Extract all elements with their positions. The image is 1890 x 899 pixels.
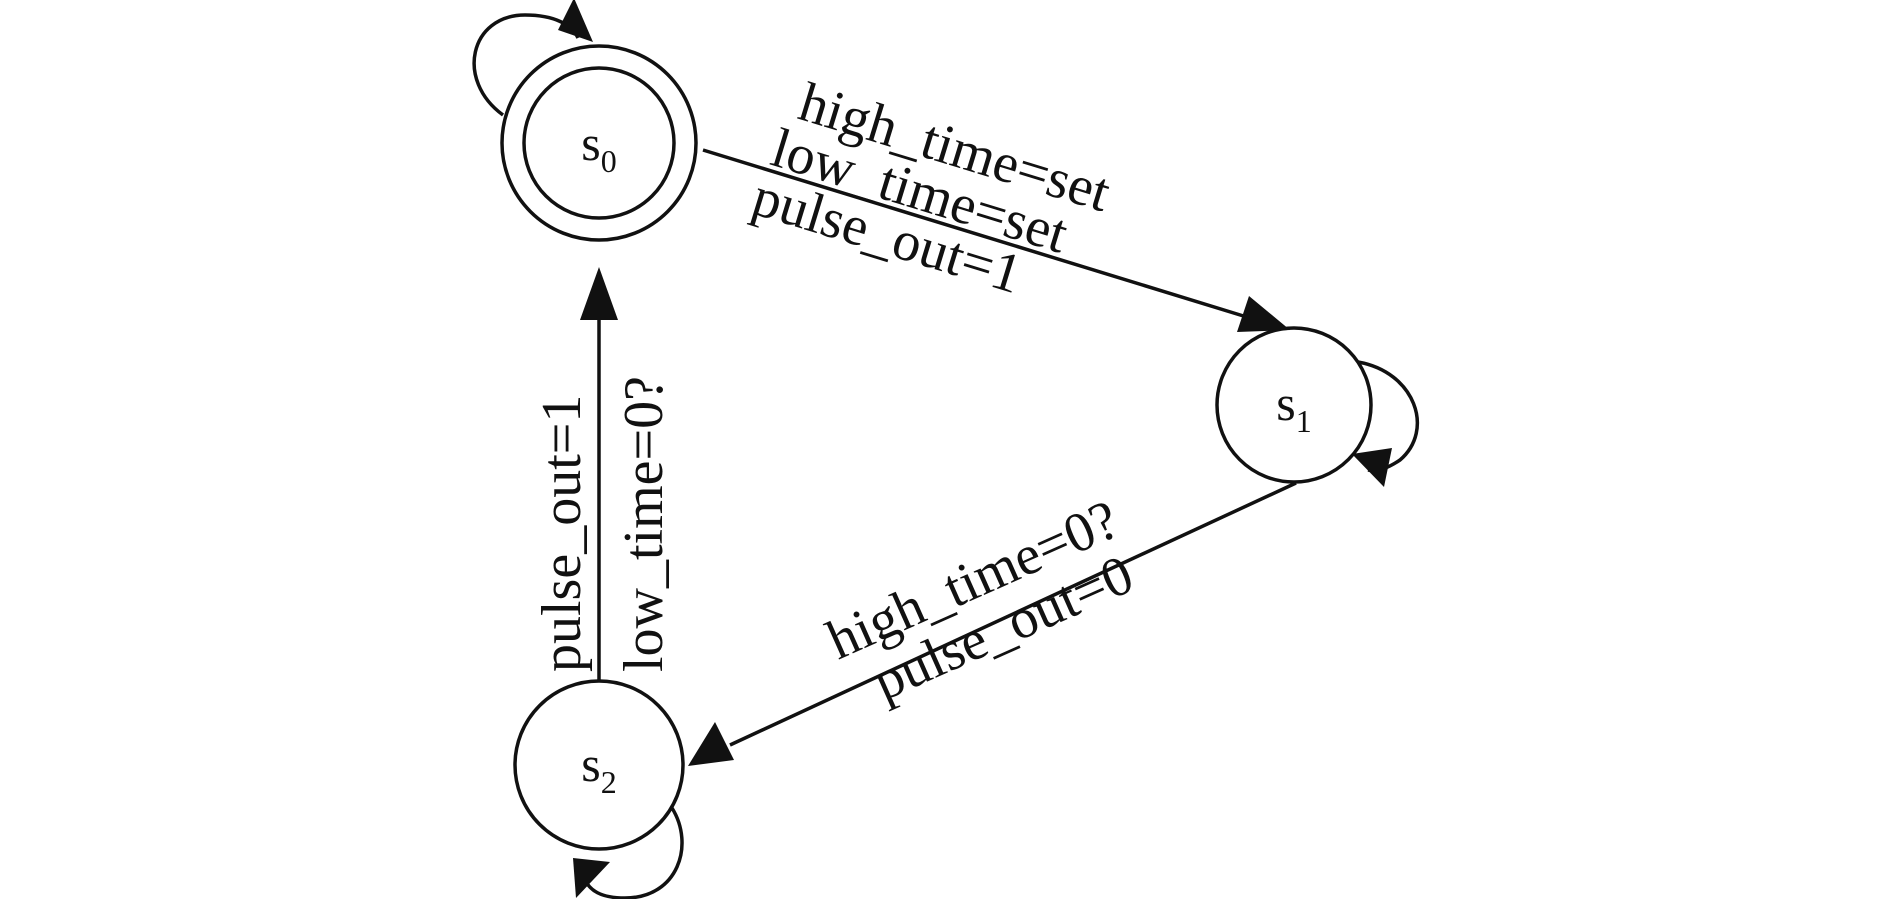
svg-text:high_time=0? pulse_out=0: high_time=0? pulse_out=0	[818, 483, 1163, 723]
self-loop-s1-arrowhead	[1352, 448, 1392, 487]
transition-s1-s2: high_time=0? pulse_out=0	[688, 481, 1297, 766]
state-s0-index: 0	[601, 143, 617, 179]
self-loop-s2	[573, 807, 684, 899]
self-loop-s1	[1352, 360, 1419, 487]
svg-text:s1: s1	[1276, 375, 1311, 439]
svg-text:high_time=set low_time=s: high_time=set low_time=set pulse_out=1	[746, 66, 1131, 328]
transition-s0-s1: high_time=set low_time=set pulse_out=1	[702, 66, 1290, 332]
self-loop-s0-arrowhead	[558, 0, 593, 42]
self-loop-s2-arrowhead	[573, 858, 610, 898]
transition-s2-s0-arrowhead	[580, 267, 618, 320]
state-s1-index: 1	[1296, 403, 1312, 439]
svg-text:s0: s0	[581, 115, 616, 179]
state-s2-index: 2	[601, 764, 617, 800]
self-loop-s0	[472, 0, 593, 117]
state-s0-letter: s	[581, 115, 600, 171]
state-s1-letter: s	[1276, 375, 1295, 431]
state-s1: s1	[1215, 326, 1373, 484]
transition-s0-s1-arrowhead	[1237, 296, 1290, 332]
state-s0: s0	[500, 44, 698, 242]
state-s2-letter: s	[581, 736, 600, 792]
transition-s2-s0: pulse_out=1 low_time=0?	[531, 267, 675, 681]
label-pulse-out-1-vertical: pulse_out=1	[531, 395, 593, 672]
label-low-time-0: low_time=0?	[613, 376, 675, 672]
state-s2: s2	[513, 679, 685, 851]
svg-text:s2: s2	[581, 736, 616, 800]
transition-s1-s2-arrowhead	[688, 722, 734, 766]
